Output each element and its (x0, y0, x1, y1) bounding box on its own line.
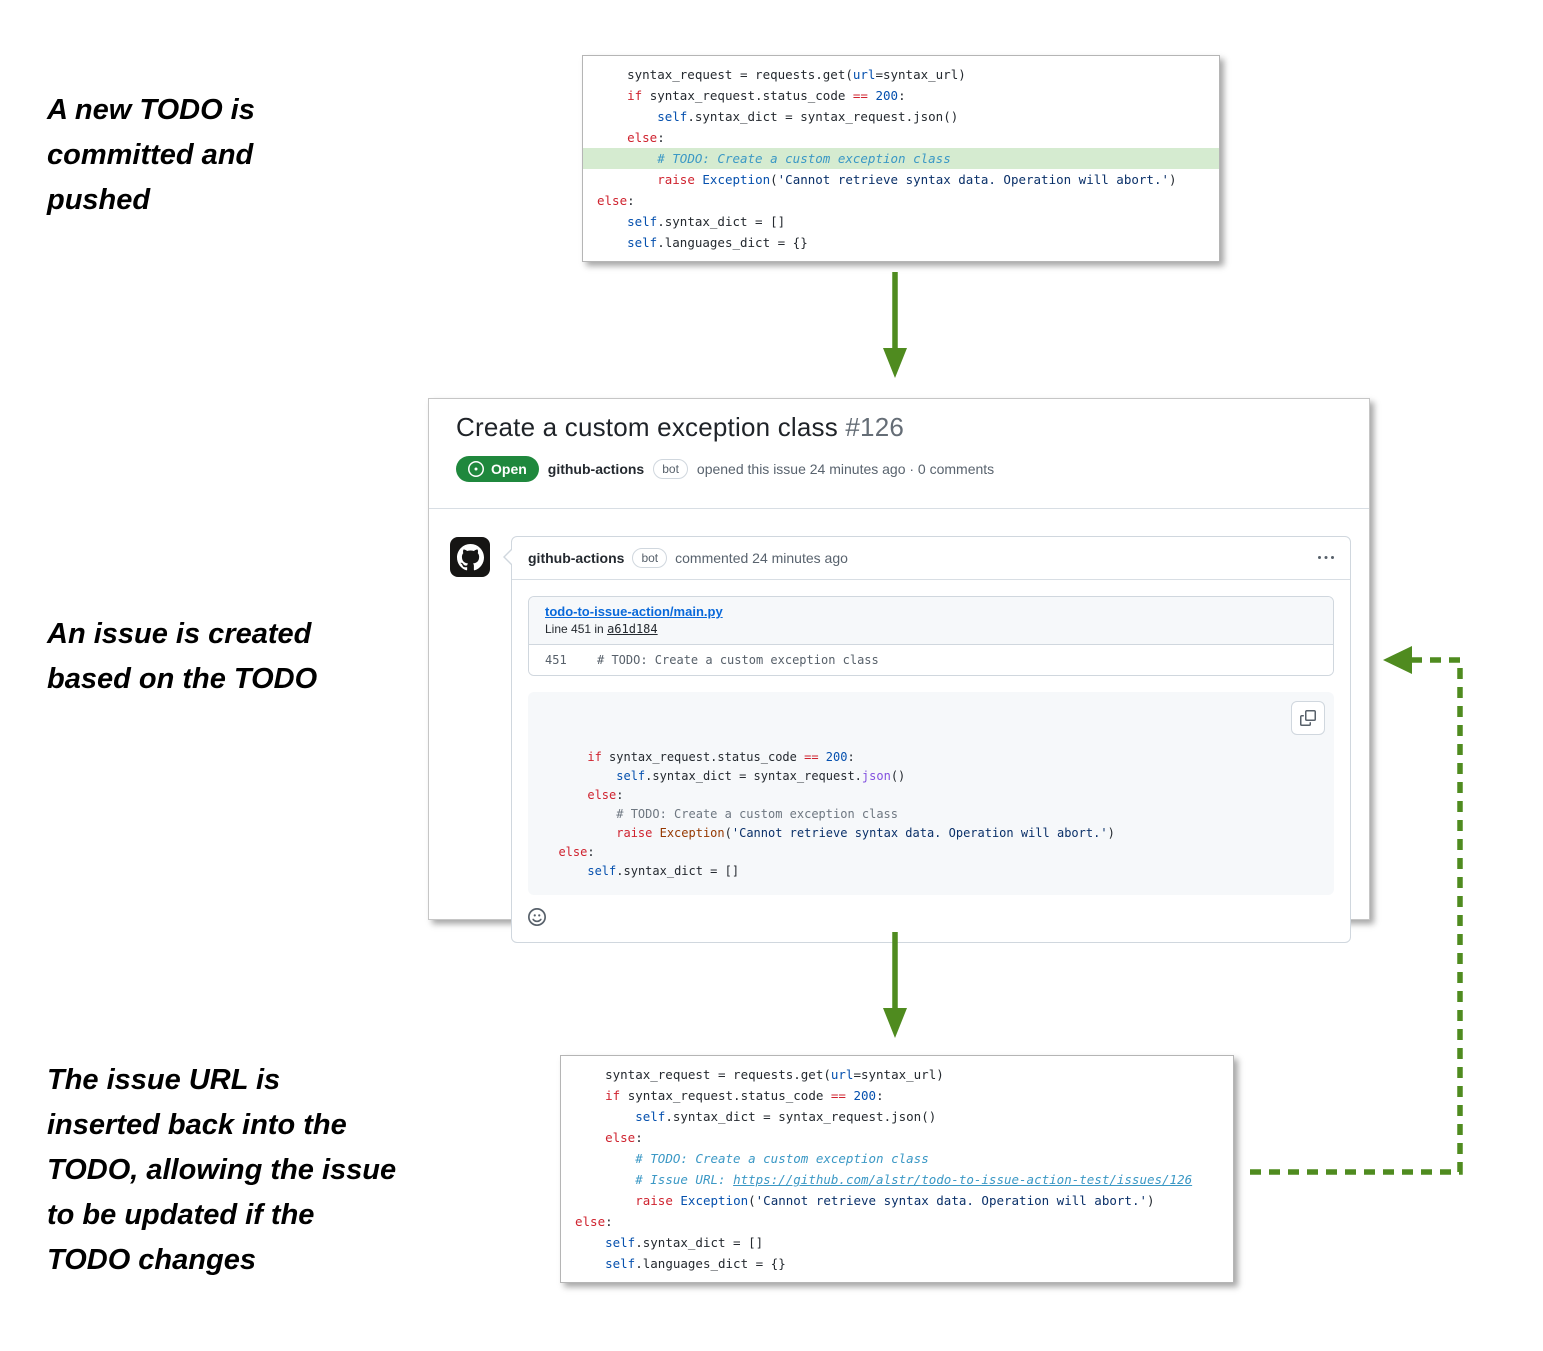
issue-state-label: Open (491, 461, 527, 477)
code-line: # TODO: Create a custom exception class (635, 1151, 929, 1166)
comment-body: todo-to-issue-action/main.py Line 451 in… (512, 580, 1350, 942)
step-label-todo-committed: A new TODO is committed and pushed (47, 94, 255, 216)
code-line: syntax_request = requests.get(url=syntax… (597, 67, 966, 82)
issue-meta-row: Open github-actions bot opened this issu… (456, 456, 1342, 482)
comment-header: github-actions bot commented 24 minutes … (512, 537, 1350, 580)
issue-title-text: Create a custom exception class (456, 412, 838, 442)
code-reference-box: todo-to-issue-action/main.py Line 451 in… (528, 596, 1334, 676)
issue-title: Create a custom exception class #126 (456, 412, 1342, 443)
arrow-code-to-issue (883, 272, 907, 378)
bot-badge: bot (653, 459, 688, 479)
github-actions-avatar[interactable] (450, 537, 490, 577)
code-line: self.syntax_dict = syntax_request.json() (616, 769, 906, 783)
issue-comment: github-actions bot commented 24 minutes … (503, 536, 1351, 943)
issue-number: #126 (845, 412, 905, 442)
github-logo-icon (456, 543, 484, 571)
code-line: self.syntax_dict = syntax_request.json() (635, 1109, 937, 1124)
code-line: self.syntax_dict = [] (587, 864, 740, 878)
commit-sha-link[interactable]: a61d184 (607, 622, 658, 636)
issue-header-divider (429, 508, 1369, 509)
code-line: else: (558, 845, 595, 859)
kebab-icon (1318, 556, 1334, 559)
code-line: if syntax_request.status_code == 200: (587, 750, 855, 764)
code-line: else: (587, 788, 624, 802)
smiley-icon (528, 908, 546, 926)
code-line: self.languages_dict = {} (605, 1256, 786, 1271)
code-line: syntax_request = requests.get(url=syntax… (575, 1067, 944, 1082)
referenced-line-prefix: Line 451 in (545, 622, 608, 636)
code-line: # Issue URL: https://github.com/alstr/to… (635, 1172, 1193, 1187)
code-line: if syntax_request.status_code == 200: (605, 1088, 884, 1103)
code-line: else: (597, 193, 635, 208)
referenced-line-text: # TODO: Create a custom exception class (597, 653, 879, 667)
code-line: self.syntax_dict = [] (605, 1235, 764, 1250)
issue-code-block: if syntax_request.status_code == 200: se… (528, 692, 1334, 895)
comment-options-button[interactable] (1318, 550, 1334, 566)
comment-meta: commented 24 minutes ago (675, 550, 848, 566)
github-issue-card: Create a custom exception class #126 Ope… (428, 398, 1370, 943)
issue-url-link[interactable]: https://github.com/alstr/todo-to-issue-a… (733, 1172, 1193, 1187)
referenced-line-number: 451 (545, 653, 567, 667)
issue-opened-meta: opened this issue 24 minutes ago · 0 com… (696, 461, 995, 477)
comment-author-link[interactable]: github-actions (528, 550, 625, 566)
todo-highlight-line: # TODO: Create a custom exception class (583, 148, 1219, 169)
code-line: self.syntax_dict = [] (627, 214, 786, 229)
code-line: self.syntax_dict = syntax_request.json() (657, 109, 959, 124)
code-line: else: (575, 1214, 613, 1229)
code-line: raise Exception('Cannot retrieve syntax … (616, 826, 1115, 840)
arrow-issue-to-code (883, 932, 907, 1038)
code-line: self.languages_dict = {} (627, 235, 808, 250)
code-line: # TODO: Create a custom exception class (616, 807, 899, 821)
code-line: if syntax_request.status_code == 200: (627, 88, 906, 103)
step-label-url-inserted: The issue URL is inserted back into the … (47, 1064, 397, 1276)
issue-author-link[interactable]: github-actions (547, 461, 645, 477)
code-reference-header: todo-to-issue-action/main.py Line 451 in… (529, 597, 1333, 645)
step-label-issue-created: An issue is created based on the TODO (47, 618, 318, 695)
referenced-code-line: 451 # TODO: Create a custom exception cl… (529, 645, 1333, 675)
code-snippet-with-issue-url: syntax_request = requests.get(url=syntax… (560, 1055, 1234, 1283)
issue-header: Create a custom exception class #126 Ope… (429, 399, 1369, 482)
code-line: raise Exception('Cannot retrieve syntax … (635, 1193, 1155, 1208)
copy-icon (1300, 710, 1316, 726)
copy-code-button[interactable] (1291, 701, 1325, 735)
referenced-file-link[interactable]: todo-to-issue-action/main.py (545, 604, 723, 619)
issue-state-badge: Open (456, 456, 539, 482)
code-snippet-before-issue: syntax_request = requests.get(url=syntax… (582, 55, 1220, 262)
code-line: raise Exception('Cannot retrieve syntax … (657, 172, 1177, 187)
bot-badge: bot (632, 548, 668, 568)
code-line: else: (605, 1130, 643, 1145)
emoji-reaction-button[interactable] (528, 908, 546, 926)
referenced-line-info: Line 451 in a61d184 (545, 622, 1317, 636)
issue-opened-icon (468, 461, 484, 477)
code-line: else: (627, 130, 665, 145)
